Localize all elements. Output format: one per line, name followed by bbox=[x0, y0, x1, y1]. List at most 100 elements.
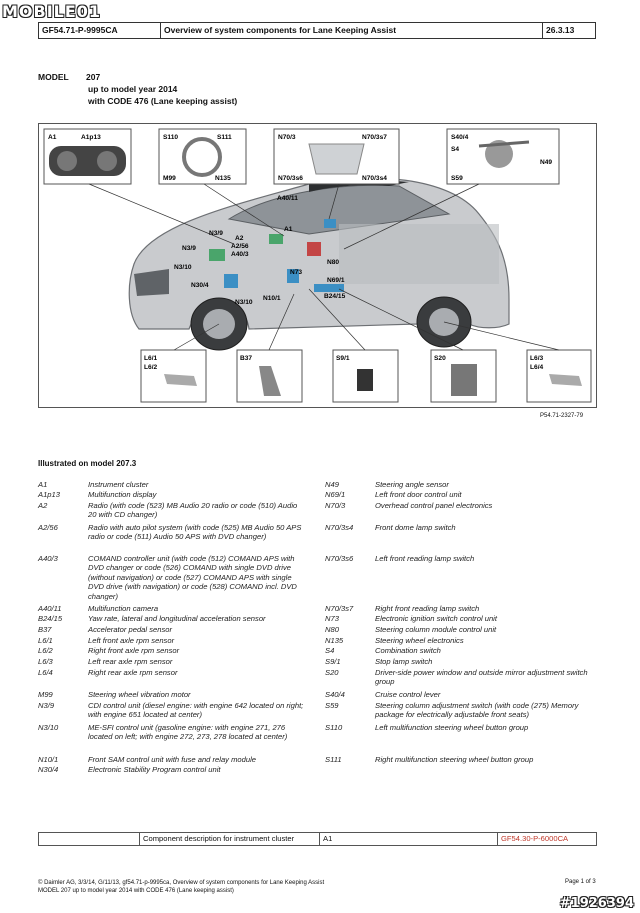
legend-description: Left rear axle rpm sensor bbox=[88, 657, 173, 666]
figure-reference: P54.71-2327-79 bbox=[540, 413, 584, 419]
legend-description: Electronic Stability Program control uni… bbox=[88, 765, 221, 774]
label-S111: S111 bbox=[217, 134, 232, 141]
callout-accel-pedal: B37 bbox=[236, 349, 303, 403]
legend-description: Combination switch bbox=[375, 646, 441, 655]
ref-code: A1 bbox=[321, 833, 498, 845]
legend-description: Right multifunction steering wheel butto… bbox=[375, 755, 534, 764]
label-S9-1: S9/1 bbox=[336, 355, 350, 362]
label-S4: S4 bbox=[451, 146, 459, 153]
doc-title: Overview of system components for Lane K… bbox=[161, 23, 543, 38]
legend-code: S40/4 bbox=[325, 690, 345, 699]
label-A1p13: A1p13 bbox=[81, 134, 101, 141]
legend-description: Yaw rate, lateral and longitudinal accel… bbox=[88, 614, 266, 623]
legend-description: Left front axle rpm sensor bbox=[88, 636, 175, 645]
legend-description: Accelerator pedal sensor bbox=[88, 625, 172, 634]
label-L6-2: L6/2 bbox=[144, 364, 158, 371]
doc-id: GF54.71-P-9995CA bbox=[39, 23, 161, 38]
legend-description: Radio with auto pilot system (with code … bbox=[88, 523, 302, 542]
label-N69-1: N69/1 bbox=[327, 277, 345, 284]
leader-lines bbox=[88, 183, 560, 351]
callout-instrument-cluster: A1 A1p13 bbox=[43, 128, 132, 185]
document-header: GF54.71-P-9995CA Overview of system comp… bbox=[38, 22, 596, 39]
label-A40-3: A40/3 bbox=[231, 251, 249, 258]
legend-description: Steering angle sensor bbox=[375, 480, 449, 489]
legend-code: L6/4 bbox=[38, 668, 53, 677]
watermark-logo: MOBILE01 bbox=[2, 2, 102, 21]
model-value: 207 bbox=[86, 72, 101, 82]
legend-description: Stop lamp switch bbox=[375, 657, 433, 666]
legend-description: Right front axle rpm sensor bbox=[88, 646, 180, 655]
label-N30-4: N30/4 bbox=[191, 282, 209, 289]
legend-code: N49 bbox=[325, 480, 339, 489]
legend-description: CDI control unit (diesel engine: with en… bbox=[88, 701, 304, 720]
doc-date: 26.3.13 bbox=[546, 25, 575, 35]
legend-code: A40/3 bbox=[38, 554, 58, 563]
label-N70-3s6: N70/3s6 bbox=[278, 175, 303, 182]
legend-code: N10/1 bbox=[38, 755, 59, 764]
legend-description: Steering wheel vibration motor bbox=[88, 690, 191, 699]
legend-code: S4 bbox=[325, 646, 335, 655]
legend-code: N3/9 bbox=[38, 701, 55, 710]
callout-overhead-panel: N70/3 N70/3s7 N70/3s6 N70/3s4 bbox=[273, 128, 400, 185]
legend-code: A2/56 bbox=[38, 523, 58, 532]
label-L6-1: L6/1 bbox=[144, 355, 158, 362]
legend-description: Steering column module control unit bbox=[375, 625, 497, 634]
legend-description: Overhead control panel electronics bbox=[375, 501, 493, 510]
legend-code: N3/10 bbox=[38, 723, 59, 732]
legend-code: N70/3s7 bbox=[325, 604, 354, 613]
legend-description: Radio (with code (523) MB Audio 20 radio… bbox=[88, 501, 298, 520]
callout-rear-rpm: L6/3 L6/4 bbox=[526, 349, 592, 403]
legend-description: Left multifunction steering wheel button… bbox=[375, 723, 529, 732]
legend-description: Cruise control lever bbox=[375, 690, 441, 699]
label-N135: N135 bbox=[215, 175, 231, 182]
label-N3-9a: N3/9 bbox=[209, 230, 223, 237]
label-S40-4: S40/4 bbox=[451, 134, 469, 141]
legend-code: B24/15 bbox=[38, 614, 63, 623]
legend-description: Electronic ignition switch control unit bbox=[375, 614, 497, 623]
legend-description: Steering column adjustment switch (with … bbox=[375, 701, 579, 720]
legend-description: Instrument cluster bbox=[88, 480, 149, 489]
label-N80: N80 bbox=[327, 259, 339, 266]
label-A2-56: A2/56 bbox=[231, 243, 249, 250]
legend-code: M99 bbox=[38, 690, 53, 699]
legend-description: ME-SFI control unit (gasoline engine: wi… bbox=[88, 723, 288, 742]
label-N70-3s4: N70/3s4 bbox=[362, 175, 387, 182]
label-S59: S59 bbox=[451, 175, 463, 182]
label-N3-10b: N3/10 bbox=[235, 299, 253, 306]
callout-steering-column: S40/4 S4 N49 S59 bbox=[446, 128, 560, 185]
label-A2: A2 bbox=[235, 235, 244, 242]
legend-code: A2 bbox=[38, 501, 48, 510]
legend-description: Right front reading lamp switch bbox=[375, 604, 480, 613]
label-A1-car: A1 bbox=[284, 226, 293, 233]
legend-description: Multifunction camera bbox=[88, 604, 159, 613]
watermark-id: #1926394 bbox=[559, 896, 634, 911]
legend-code: L6/1 bbox=[38, 636, 53, 645]
legend-description: COMAND controller unit (with code (512) … bbox=[88, 554, 297, 601]
legend-description: Left front reading lamp switch bbox=[375, 554, 475, 563]
legend-code: B37 bbox=[38, 625, 52, 634]
callout-steering-wheel: S110 S111 M99 N135 bbox=[158, 128, 247, 185]
label-S110: S110 bbox=[163, 134, 178, 141]
ref-link[interactable]: GF54.30-P-6000CA bbox=[501, 834, 569, 843]
legend-description: Left front door control unit bbox=[375, 490, 462, 499]
label-S20: S20 bbox=[434, 355, 446, 362]
car-labels: A40/11 A1 N3/9 A2 A2/56 A40/3 N3/9 N3/10… bbox=[174, 195, 346, 306]
legend-description: Front SAM control unit with fuse and rel… bbox=[88, 755, 256, 764]
footer-line2: MODEL 207 up to model year 2014 with COD… bbox=[38, 888, 234, 894]
label-N3-10a: N3/10 bbox=[174, 264, 192, 271]
footer-line1: © Daimler AG, 3/3/14, G/11/13, gf54.71-p… bbox=[38, 880, 325, 886]
model-line1: up to model year 2014 bbox=[88, 84, 178, 94]
legend-code: N70/3 bbox=[325, 501, 346, 510]
legend-code: A1 bbox=[38, 480, 48, 489]
legend-code: N73 bbox=[325, 614, 339, 623]
label-N10-1: N10/1 bbox=[263, 295, 281, 302]
callout-stop-lamp: S9/1 bbox=[332, 349, 399, 403]
ref-description: Component description for instrument clu… bbox=[141, 833, 320, 845]
legend-code: S20 bbox=[325, 668, 339, 677]
label-N49: N49 bbox=[540, 159, 552, 166]
legend-code: L6/3 bbox=[38, 657, 53, 666]
label-B37: B37 bbox=[240, 355, 252, 362]
label-M99: M99 bbox=[163, 175, 176, 182]
